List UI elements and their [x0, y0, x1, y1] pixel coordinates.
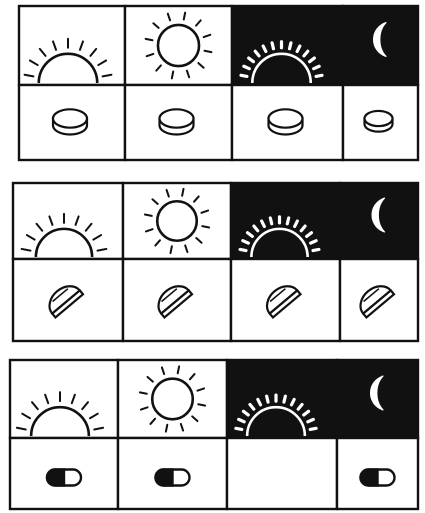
sun-ray — [170, 246, 171, 253]
sun-ray — [308, 419, 313, 421]
time-cell-night — [337, 360, 418, 438]
sun-ray — [166, 425, 167, 432]
tablet-top — [365, 111, 393, 126]
time-cell-noon — [123, 183, 231, 259]
time-cell-sunset — [231, 183, 340, 259]
dose-cell — [10, 438, 118, 509]
time-cell-sunrise — [10, 360, 118, 438]
sun-ray — [316, 75, 322, 76]
dose-cell — [227, 438, 337, 509]
tablet-icon — [269, 109, 303, 134]
dose-cell — [337, 438, 418, 509]
time-cell-sunset — [227, 360, 337, 438]
sun-ray — [287, 218, 288, 224]
sun-ray — [146, 39, 153, 40]
sun-ray — [198, 404, 205, 405]
sun-ray — [313, 249, 319, 250]
sun-ray — [182, 189, 183, 196]
dose-cell — [340, 259, 418, 341]
sun-ray — [236, 428, 242, 429]
sun-disc — [158, 25, 199, 66]
tablet-top — [53, 109, 87, 127]
capsule-dark-half — [361, 470, 378, 486]
time-cell-sunset — [232, 6, 343, 85]
dose-cell — [232, 85, 343, 160]
dose-cell — [125, 85, 232, 160]
sun-ray — [241, 75, 247, 76]
dose-cell — [343, 85, 418, 160]
tablet-icon — [53, 109, 87, 134]
time-cell-noon — [118, 360, 227, 438]
sun-ray — [184, 13, 185, 20]
dose-cell — [13, 259, 123, 341]
sun-ray — [270, 218, 271, 224]
capsule-icon — [156, 470, 190, 486]
capsule-icon — [47, 470, 81, 486]
schedule-row — [13, 183, 418, 341]
sun-ray — [178, 366, 179, 373]
time-cell-night — [343, 6, 418, 85]
sun-ray — [205, 51, 212, 52]
time-cell-noon — [125, 6, 232, 85]
dose-cell — [118, 438, 227, 509]
dose-cell — [231, 259, 340, 341]
schedule-row — [19, 6, 418, 160]
time-cell-night — [340, 183, 418, 259]
sun-ray — [239, 419, 244, 421]
sun-ray — [145, 214, 152, 215]
sun-ray — [240, 249, 246, 250]
capsule-dark-half — [156, 470, 173, 486]
tablet-icon — [160, 109, 194, 134]
sun-ray — [202, 226, 209, 227]
sun-ray — [172, 72, 173, 79]
dose-cell — [19, 85, 125, 160]
capsule-icon — [361, 470, 395, 486]
sun-ray — [310, 428, 316, 429]
sun-ray — [267, 396, 268, 402]
sun-ray — [244, 66, 249, 68]
sun-disc — [152, 379, 193, 420]
tablet-top — [269, 109, 303, 127]
schedule-row — [10, 360, 418, 509]
sun-ray — [290, 43, 291, 49]
sun-ray — [243, 241, 248, 243]
sun-ray — [272, 43, 273, 49]
sun-disc — [157, 201, 197, 241]
sun-ray — [140, 392, 147, 393]
sun-ray — [311, 241, 316, 243]
time-cell-sunrise — [13, 183, 123, 259]
capsule-dark-half — [47, 470, 64, 486]
tablet-icon — [365, 111, 393, 132]
sun-ray — [284, 396, 285, 402]
dose-cell — [123, 259, 231, 341]
time-cell-sunrise — [19, 6, 125, 85]
sun-ray — [314, 66, 319, 68]
tablet-top — [160, 109, 194, 127]
